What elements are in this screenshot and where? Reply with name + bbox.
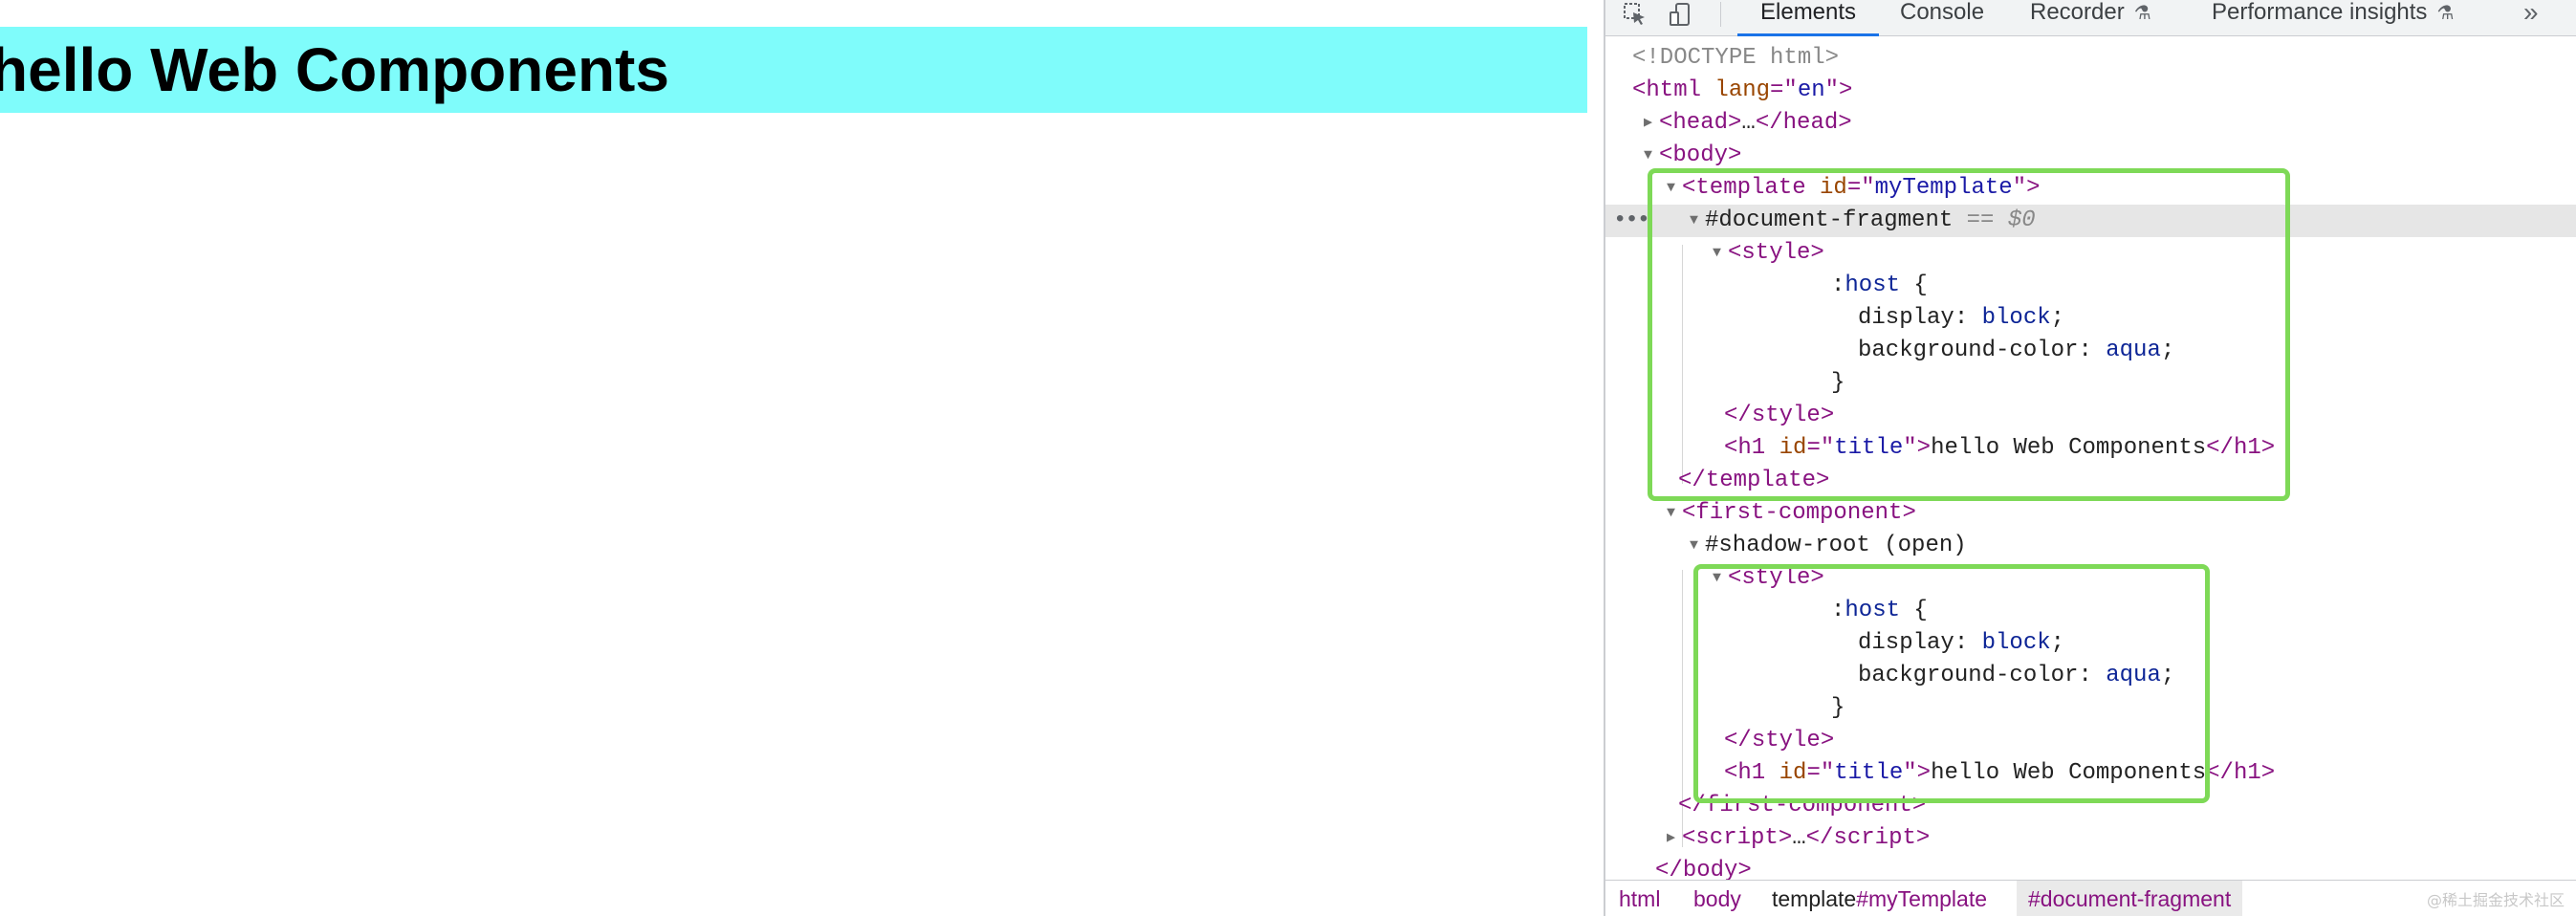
style-close-node: </style>	[1724, 403, 1835, 428]
expand-triangle-icon[interactable]: ▶	[1667, 830, 1676, 846]
css-close-brace: }	[1831, 370, 1845, 396]
shadow-style-close-node: </style>	[1724, 728, 1835, 753]
tree-row-style-close[interactable]: </style>	[1605, 400, 2576, 432]
tree-row-first-component-close[interactable]: </first-component>	[1605, 790, 2576, 822]
dom-tree: <!DOCTYPE html> <html lang="en"> ▶ <head…	[1605, 38, 2576, 883]
html-node: <html lang="en">	[1632, 77, 1853, 103]
style-node: <style>	[1728, 240, 1824, 266]
tree-row-body[interactable]: ▼ <body>	[1605, 140, 2576, 172]
experimental-flask-icon: ⚗	[2133, 2, 2151, 24]
tree-row-template[interactable]: ▼ <template id="myTemplate">	[1605, 172, 2576, 205]
expand-triangle-icon[interactable]: ▶	[1644, 115, 1653, 131]
page-title: hello Web Components	[0, 35, 669, 104]
breadcrumb-body[interactable]: body	[1693, 886, 1741, 911]
collapse-triangle-icon[interactable]: ▼	[1667, 180, 1676, 196]
doctype-node: <!DOCTYPE html>	[1632, 45, 1840, 71]
tree-row-head[interactable]: ▶ <head>…</head>	[1605, 107, 2576, 140]
breadcrumb-template[interactable]: template#myTemplate	[1772, 886, 1987, 911]
device-toolbar-icon[interactable]	[1665, 0, 1697, 29]
first-component-close-node: </first-component>	[1678, 793, 1927, 818]
devtools-tabbar: Elements Console Recorder ⚗ Performance …	[1605, 0, 2576, 36]
tree-row-css-display[interactable]: display: block;	[1605, 302, 2576, 335]
tree-guide-line	[1682, 245, 1683, 484]
breadcrumb: html body template#myTemplate #document-…	[1605, 880, 2576, 916]
shadow-css-declaration-background: background-color: aqua;	[1858, 663, 2175, 688]
tree-row-shadow-style[interactable]: ▼ <style>	[1605, 562, 2576, 595]
collapse-triangle-icon[interactable]: ▼	[1667, 505, 1676, 521]
more-tabs-chevron-icon[interactable]: »	[2523, 0, 2539, 31]
collapse-triangle-icon[interactable]: ▼	[1644, 147, 1653, 164]
first-component-node: <first-component>	[1682, 500, 1916, 526]
node-actions-icon[interactable]: •••	[1613, 207, 1650, 233]
shadow-style-node: <style>	[1728, 565, 1824, 591]
tree-guide-line	[1682, 570, 1683, 847]
more-tabs-glyph: »	[2523, 0, 2539, 27]
tree-row-shadow-root[interactable]: ▼ #shadow-root (open)	[1605, 530, 2576, 562]
body-close-node: </body>	[1655, 858, 1752, 883]
tree-row-shadow-css-selector[interactable]: :host {	[1605, 595, 2576, 627]
tree-row-css-close[interactable]: }	[1605, 367, 2576, 400]
tree-row-css-background[interactable]: background-color: aqua;	[1605, 335, 2576, 367]
collapse-triangle-icon[interactable]: ▼	[1690, 537, 1699, 554]
tab-performance-insights-label: Performance insights	[2212, 0, 2428, 25]
tree-row-shadow-h1[interactable]: <h1 id="title">hello Web Components</h1>	[1605, 757, 2576, 790]
document-fragment-node: #document-fragment == $0	[1705, 207, 2036, 233]
shadow-root-node: #shadow-root (open)	[1705, 533, 1967, 558]
watermark: @稀土掘金技术社区	[2426, 891, 2565, 909]
tab-recorder-label: Recorder	[2030, 0, 2125, 25]
tree-row-shadow-css-display[interactable]: display: block;	[1605, 627, 2576, 660]
tree-row-first-component[interactable]: ▼ <first-component>	[1605, 497, 2576, 530]
toolbar-divider	[1720, 2, 1721, 27]
h1-node: <h1 id="title">hello Web Components</h1>	[1724, 435, 2276, 461]
tree-row-template-close[interactable]: </template>	[1605, 465, 2576, 497]
host-component-banner: hello Web Components	[0, 27, 1587, 113]
css-declaration-display: display: block;	[1858, 305, 2065, 331]
collapse-triangle-icon[interactable]: ▼	[1713, 245, 1722, 261]
tree-row-shadow-style-close[interactable]: </style>	[1605, 725, 2576, 757]
tree-row-html[interactable]: <html lang="en">	[1605, 75, 2576, 107]
css-declaration-background: background-color: aqua;	[1858, 338, 2175, 363]
breadcrumb-document-fragment[interactable]: #document-fragment	[2017, 881, 2243, 916]
template-close-node: </template>	[1678, 468, 1830, 493]
tab-console-label: Console	[1900, 0, 1985, 25]
tab-elements-label: Elements	[1760, 0, 1857, 25]
tree-row-body-close[interactable]: </body>	[1605, 855, 2576, 887]
page-viewport: hello Web Components	[0, 27, 1587, 113]
tree-row-script[interactable]: ▶ <script>…</script>	[1605, 822, 2576, 855]
breadcrumb-html[interactable]: html	[1619, 886, 1661, 911]
active-tab-indicator	[1737, 33, 1879, 36]
devtools-panel: Elements Console Recorder ⚗ Performance …	[1604, 0, 2576, 916]
tab-recorder[interactable]: Recorder ⚗	[2030, 0, 2151, 31]
template-node: <template id="myTemplate">	[1682, 175, 2041, 201]
tab-elements[interactable]: Elements	[1760, 0, 1856, 31]
head-node: <head>…</head>	[1659, 110, 1852, 136]
tree-row-style[interactable]: ▼ <style>	[1605, 237, 2576, 270]
tree-row-h1[interactable]: <h1 id="title">hello Web Components</h1>	[1605, 432, 2576, 465]
tree-row-doctype[interactable]: <!DOCTYPE html>	[1605, 42, 2576, 75]
collapse-triangle-icon[interactable]: ▼	[1713, 570, 1722, 586]
body-node: <body>	[1659, 142, 1742, 168]
tree-row-document-fragment[interactable]: ••• ▼ #document-fragment == $0	[1605, 205, 2576, 237]
inspect-element-icon[interactable]	[1619, 0, 1651, 29]
tree-row-css-selector[interactable]: :host {	[1605, 270, 2576, 302]
shadow-css-close-brace: }	[1831, 695, 1845, 721]
tree-row-shadow-css-background[interactable]: background-color: aqua;	[1605, 660, 2576, 692]
tab-console[interactable]: Console	[1900, 0, 1984, 31]
shadow-h1-node: <h1 id="title">hello Web Components</h1>	[1724, 760, 2276, 786]
collapse-triangle-icon[interactable]: ▼	[1690, 212, 1699, 229]
css-selector: :host {	[1831, 273, 1928, 298]
tab-performance-insights[interactable]: Performance insights ⚗	[2212, 0, 2454, 31]
script-node: <script>…</script>	[1682, 825, 1931, 851]
shadow-css-selector: :host {	[1831, 598, 1928, 623]
tree-row-shadow-css-close[interactable]: }	[1605, 692, 2576, 725]
shadow-css-declaration-display: display: block;	[1858, 630, 2065, 656]
experimental-flask-icon: ⚗	[2436, 2, 2455, 24]
